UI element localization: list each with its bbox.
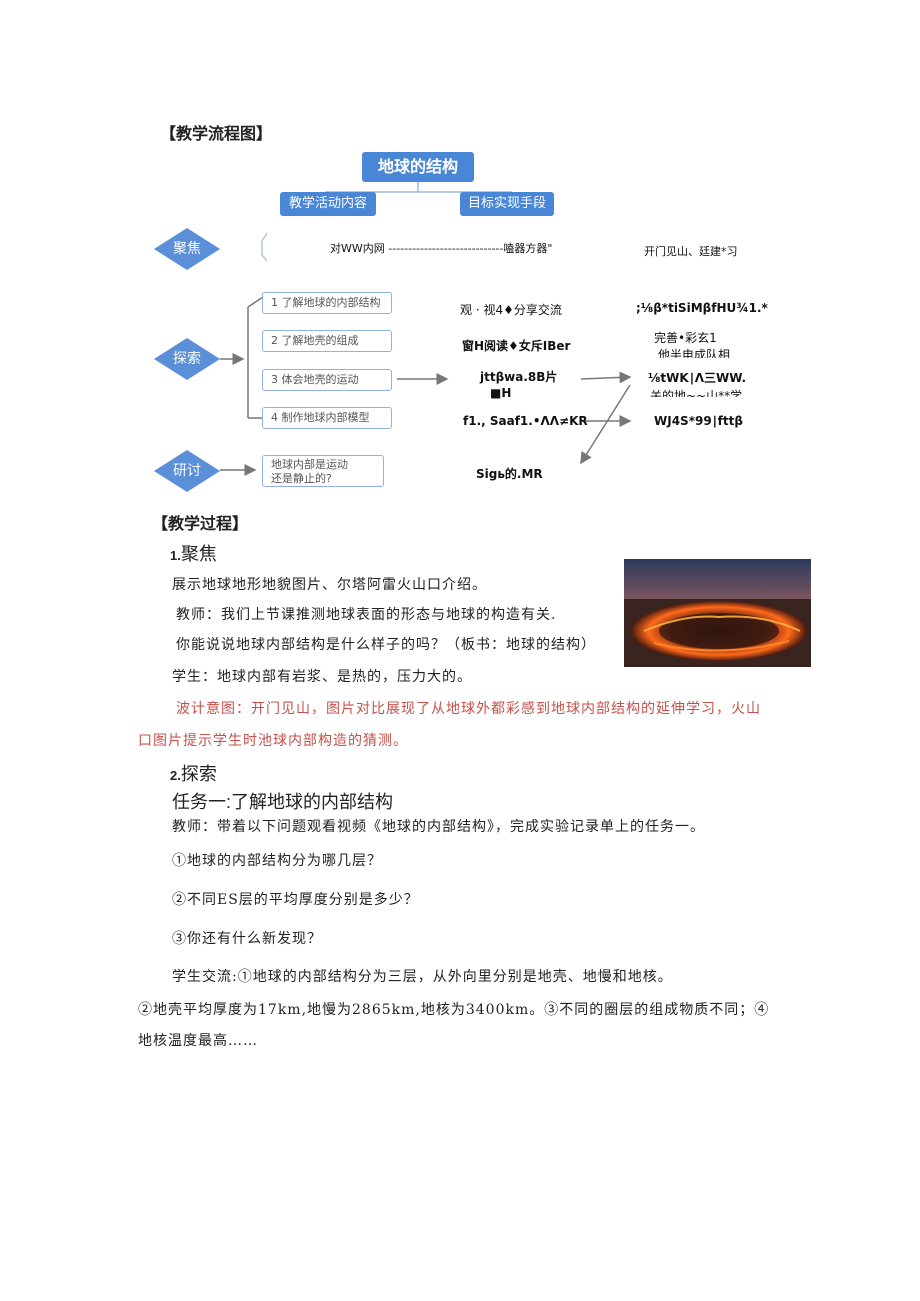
phase-explore-diamond: 探索 [152,336,222,382]
phase-discuss-diamond: 研讨 [152,448,222,494]
focus-heading-text: 聚焦 [180,544,217,564]
process-section-title: 【教学过程】 [152,514,249,533]
flow-section-title: 【教学流程图】 [160,124,273,143]
flow-right-4: ⅛tWK∣Λ三WW. [648,371,747,385]
flow-right-3: 他半电成队相 [658,348,731,358]
flow-discuss-line-1: 地球内部是运动 [271,458,348,471]
flow-mid-1: 观 · 视4♦分享交流 [460,303,562,317]
flow-step-2: 2 了解地壳的组成 [262,330,392,352]
flow-step-1: 1 了解地球的内部结构 [262,292,392,314]
focus-paragraph-3: 你能说说地球内部结构是什么样子的吗？（板书：地球的结构） [176,637,596,653]
phase-focus-diamond: 聚焦 [152,226,222,272]
flow-mid-2: 窗H阅读♦女斥IBer [462,339,571,353]
flow-focus-right: 开门见山、廷建*习 [644,245,738,258]
focus-paragraph-1: 展示地球地形地貌图片、尔塔阿雷火山口介绍。 [172,577,487,593]
flow-step-3: 3 体会地壳的运动 [262,369,392,391]
flow-connectors [220,232,632,476]
focus-heading: 1.聚焦 [170,540,217,566]
flow-right-2: 完善•彩玄1 [654,331,717,345]
explore-question-2: ②不同ES层的平均厚度分别是多少？ [172,892,419,908]
flow-discuss-line-2: 还是静止的? [271,472,332,485]
explore-question-1: ①地球的内部结构分为哪几层？ [172,853,382,869]
explore-task-title: 任务一:了解地球的内部结构 [172,792,393,812]
flow-col1-header: 教学活动内容 [280,192,376,216]
focus-heading-num: 1. [170,548,181,563]
explore-teacher-text: 教师：带着以下问题观看视频《地球的内部结构》，完成实验记录单上的任务一。 [172,819,705,835]
flow-right-1: ;⅛β*tiSiMβfHU¾1.* [636,301,768,315]
explore-student-line-1: 学生交流:①地球的内部结构分为三层，从外向里分别是地壳、地慢和地核。 [172,969,673,985]
flow-mid-6: Sigь的.MR [476,467,543,481]
flow-mid-5: f1., Saaf1.•ΛΛ≠KR [463,414,588,428]
flow-step-4: 4 制作地球内部模型 [262,407,392,429]
design-intent-line-2: 口图片提示学生时池球内部构造的猜测。 [138,733,408,749]
flow-col2-header: 目标实现手段 [460,192,554,216]
phase-focus-label: 聚焦 [173,241,201,257]
volcano-crater-image [624,559,811,667]
flow-focus-line: 对WW内网 -----------------------------嗑器方器" [330,242,553,255]
explore-student-line-3: 地核温度最高…… [138,1033,258,1049]
explore-question-3: ③你还有什么新发现？ [172,931,322,947]
explore-student-line-2: ②地壳平均厚度为17km,地慢为2865km,地核为3400km。③不同的圈层的… [138,1002,770,1018]
phase-explore-label: 探索 [173,351,201,367]
flow-mid-3: jttβwa.8B片 [480,370,558,384]
explore-heading-num: 2. [170,768,181,783]
flow-right-5: 关的地~~山**学 [650,389,743,397]
flow-right-6: WJ4S*99∣fttβ [654,414,743,428]
phase-discuss-label: 研讨 [173,463,201,479]
explore-heading-text: 探索 [180,764,217,784]
explore-heading: 2.探索 [170,760,217,786]
focus-paragraph-4: 学生：地球内部有岩浆、是热的，压力大的。 [172,669,472,685]
flow-mid-4: ■H [490,386,512,400]
flow-discuss-box: 地球内部是运动 还是静止的? [262,455,384,487]
focus-paragraph-2: 教师：我们上节课推测地球表面的形态与地球的构造有关. [176,607,557,623]
design-intent-line-1: 波计意图：开门见山，图片对比展现了从地球外都彩感到地球内部结构的延伸学习，火山 [176,701,761,717]
flow-main-title: 地球的结构 [362,152,474,182]
